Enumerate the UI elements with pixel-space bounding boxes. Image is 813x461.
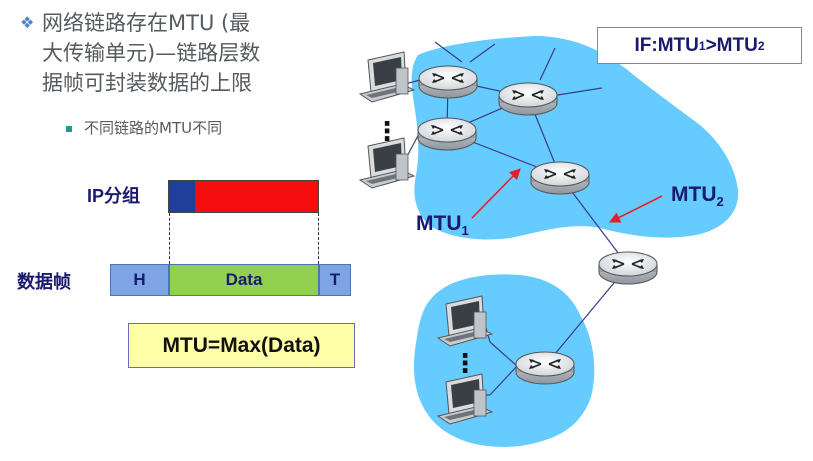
data-frame: H Data T	[110, 264, 351, 296]
router-icon-1	[418, 65, 478, 99]
router-icon-6	[515, 351, 575, 385]
main-bullet-line-2: 大传输单元)—链路层数	[42, 41, 261, 65]
main-bullet-line-1: 网络链路存在MTU (最	[42, 11, 251, 35]
dashed-guide-right	[318, 213, 319, 264]
sub-bullet-text: 不同链路的MTU不同	[84, 119, 223, 137]
frame-data: Data	[169, 264, 319, 296]
ip-packet	[168, 180, 319, 213]
frame-trailer: T	[319, 264, 351, 296]
square-bullet-icon	[66, 125, 72, 132]
data-frame-label: 数据帧	[17, 272, 71, 292]
mtu-formula-box: MTU=Max(Data)	[128, 323, 355, 368]
mtu2-arrow	[608, 195, 663, 223]
diamond-bullet-icon: ❖	[20, 13, 35, 32]
router-icon-5	[598, 251, 658, 285]
router-icon-4	[530, 161, 590, 195]
mtu1-arrow	[471, 168, 521, 219]
frame-header: H	[110, 264, 169, 296]
mtu2-label: MTU2	[671, 183, 724, 210]
ip-packet-label: IP分组	[87, 186, 141, 206]
router-icon-2	[498, 82, 558, 116]
main-bullet-line-3: 据帧可封装数据的上限	[42, 71, 252, 95]
ip-packet-body	[195, 181, 318, 212]
ip-packet-header	[169, 181, 195, 212]
sub-bullet: 不同链路的MTU不同	[66, 117, 222, 138]
main-bullet: ❖ 网络链路存在MTU (最 大传输单元)—链路层数 据帧可封装数据的上限	[20, 8, 340, 98]
router-icon-3	[417, 117, 477, 151]
dashed-guide-left	[169, 213, 170, 264]
mtu1-label: MTU1	[416, 212, 469, 239]
network-cloud-top	[411, 36, 739, 240]
computer-icon-1	[359, 51, 415, 103]
ellipsis-top: ⋮	[374, 117, 400, 147]
ellipsis-bottom: ⋮	[452, 349, 478, 379]
